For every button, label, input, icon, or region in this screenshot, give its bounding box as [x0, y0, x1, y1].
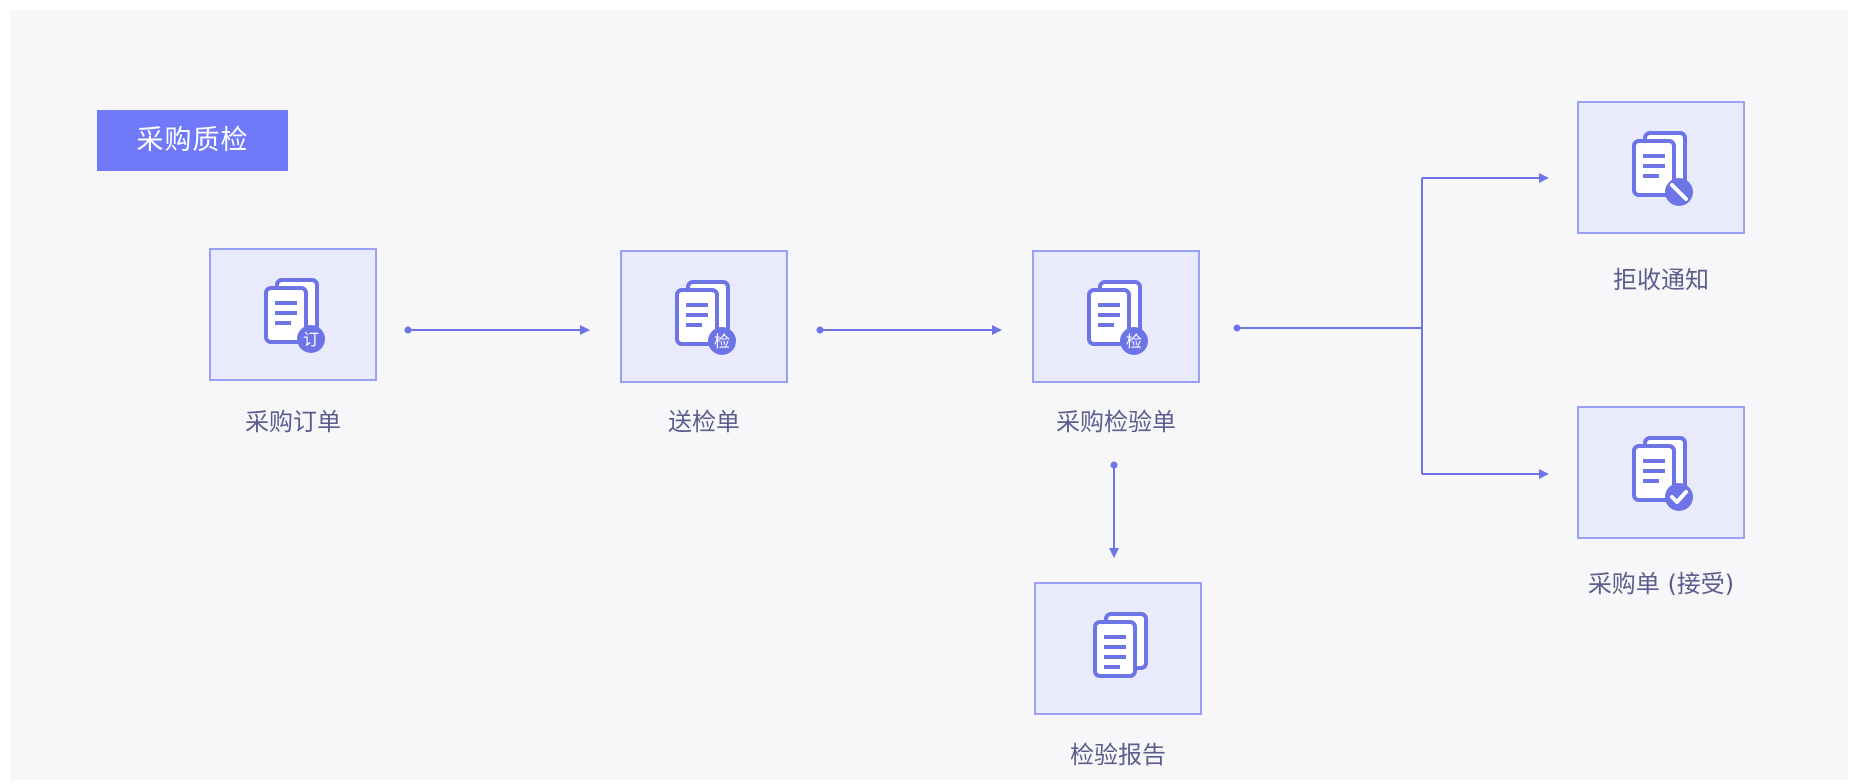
node-badge: 订	[303, 330, 319, 349]
document-icon: 检	[675, 280, 736, 355]
label-purchase-inspection: 采购检验单	[1056, 408, 1176, 436]
label-purchase-accepted: 采购单 (接受)	[1587, 570, 1735, 598]
document-icon: 订	[264, 278, 325, 353]
label-rejection-notice: 拒收通知	[1613, 266, 1709, 294]
node-inspection-request[interactable]: 检	[620, 250, 788, 383]
connector-inspection-branch	[1233, 173, 1549, 479]
document-check-icon	[1632, 436, 1693, 511]
document-icon: 检	[1087, 280, 1148, 355]
connector-inspection-to-report	[1109, 461, 1119, 558]
badge-circle	[297, 325, 325, 353]
node-badge: 检	[714, 332, 730, 351]
node-purchase-order[interactable]: 订	[209, 248, 377, 381]
label-inspection-request: 送检单	[668, 408, 740, 436]
badge-circle	[708, 327, 736, 355]
node-badge: 检	[1126, 332, 1142, 351]
node-purchase-inspection[interactable]: 检	[1032, 250, 1200, 383]
diagram-title: 采购质检	[97, 110, 288, 171]
connector-request-to-inspection	[816, 325, 1002, 335]
prohibited-icon	[1670, 183, 1688, 201]
connector-order-to-request	[404, 325, 590, 335]
label-inspection-report: 检验报告	[1070, 741, 1166, 769]
document-reject-icon	[1632, 131, 1693, 206]
badge-circle	[1120, 327, 1148, 355]
document-icon	[1093, 612, 1148, 678]
node-purchase-accepted[interactable]	[1577, 406, 1745, 539]
node-inspection-report[interactable]	[1034, 582, 1202, 715]
label-purchase-order: 采购订单	[245, 408, 341, 436]
node-rejection-notice[interactable]	[1577, 101, 1745, 234]
check-icon	[1670, 490, 1688, 504]
diagram-canvas	[10, 10, 1848, 780]
